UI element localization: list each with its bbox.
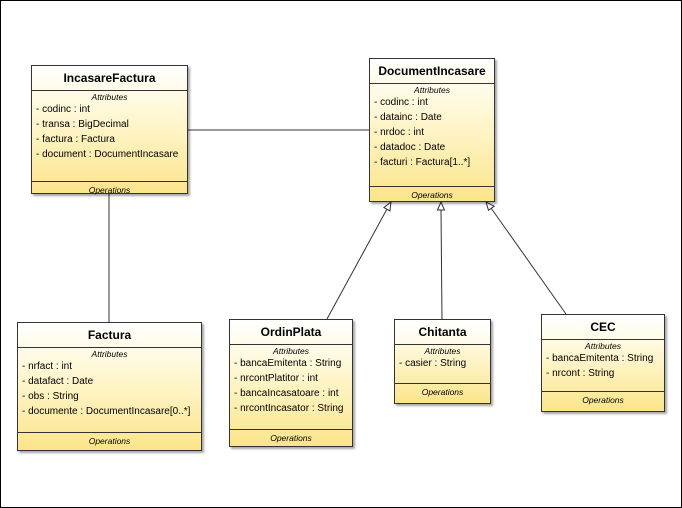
attributes-label: Attributes (273, 346, 309, 356)
attributes-label: Attributes (91, 92, 128, 102)
attribute: - nrcontIncasator : String (234, 403, 344, 414)
attributes-section: Attributes - nrfact : int - datafact : D… (18, 349, 201, 433)
generalization-arrowhead-ordinplata (382, 200, 392, 212)
attributes-section: Attributes - bancaEmitenta : String - nr… (542, 341, 664, 392)
operations-label: Operations (582, 395, 624, 405)
operations-section: Operations (18, 436, 201, 454)
attribute: - datafact : Date (22, 376, 94, 387)
attribute: - factura : Factura (36, 134, 115, 145)
attributes-label: Attributes (414, 85, 450, 95)
attributes-label: Attributes (585, 341, 621, 351)
class-name: DocumentIncasare (370, 59, 494, 84)
attributes-label: Attributes (91, 349, 128, 359)
attributes-section: Attributes - codinc : int - transa : Big… (32, 92, 187, 182)
class-chitanta[interactable]: Chitanta Attributes - casier : String Op… (394, 319, 491, 404)
class-name: CEC (542, 315, 664, 340)
operations-label: Operations (88, 436, 131, 446)
attribute: - bancaEmitenta : String (234, 358, 342, 369)
attribute: - codinc : int (36, 104, 90, 115)
attributes-section: Attributes - bancaEmitenta : String - nr… (230, 346, 352, 430)
class-incasarefactura[interactable]: IncasareFactura Attributes - codinc : in… (31, 65, 188, 195)
attribute: - bancaEmitenta : String (546, 353, 654, 364)
generalization-cec-documentincasare (490, 207, 567, 315)
attributes-section: Attributes - codinc : int - datainc : Da… (370, 85, 494, 187)
attribute: - facturi : Factura[1..*] (374, 157, 471, 168)
operations-section: Operations (32, 185, 187, 203)
class-documentincasare[interactable]: DocumentIncasare Attributes - codinc : i… (369, 58, 495, 202)
operations-label: Operations (270, 433, 312, 443)
operations-label: Operations (421, 387, 464, 397)
attribute: - bancaIncasatoare : int (234, 388, 339, 399)
class-name: IncasareFactura (32, 66, 187, 91)
generalization-ordinplata-documentincasare (326, 208, 388, 320)
attribute: - datadoc : Date (374, 142, 446, 153)
class-ordinplata[interactable]: OrdinPlata Attributes - bancaEmitenta : … (229, 319, 353, 447)
attribute: - nrcontPlatitor : int (234, 373, 318, 384)
attributes-label: Attributes (424, 346, 461, 356)
attribute: - casier : String (399, 358, 467, 369)
attribute: - documente : DocumentIncasare[0..*] (22, 406, 191, 417)
attribute: - document : DocumentIncasare (36, 149, 179, 160)
attributes-section: Attributes - casier : String (395, 346, 490, 384)
operations-section: Operations (395, 387, 490, 405)
attribute: - nrdoc : int (374, 127, 425, 138)
class-cec[interactable]: CEC Attributes - bancaEmitenta : String … (541, 314, 665, 412)
attribute: - obs : String (22, 391, 79, 402)
operations-label: Operations (88, 185, 131, 195)
attribute: - codinc : int (374, 97, 428, 108)
operations-section: Operations (542, 395, 664, 413)
class-factura[interactable]: Factura Attributes - nrfact : int - data… (17, 322, 202, 451)
attribute: - datainc : Date (374, 112, 442, 123)
class-name: Factura (18, 323, 201, 348)
operations-section: Operations (230, 433, 352, 451)
operations-section: Operations (370, 190, 494, 208)
generalization-arrowhead-chitanta (436, 200, 446, 211)
generalization-chitanta-documentincasare (440, 209, 443, 320)
generalization-arrowhead-cec (485, 201, 496, 212)
class-name: Chitanta (395, 320, 490, 345)
attribute: - nrfact : int (22, 361, 73, 372)
attribute: - nrcont : String (546, 368, 615, 379)
class-name: OrdinPlata (230, 320, 352, 345)
attribute: - transa : BigDecimal (36, 119, 129, 130)
operations-label: Operations (411, 190, 453, 200)
